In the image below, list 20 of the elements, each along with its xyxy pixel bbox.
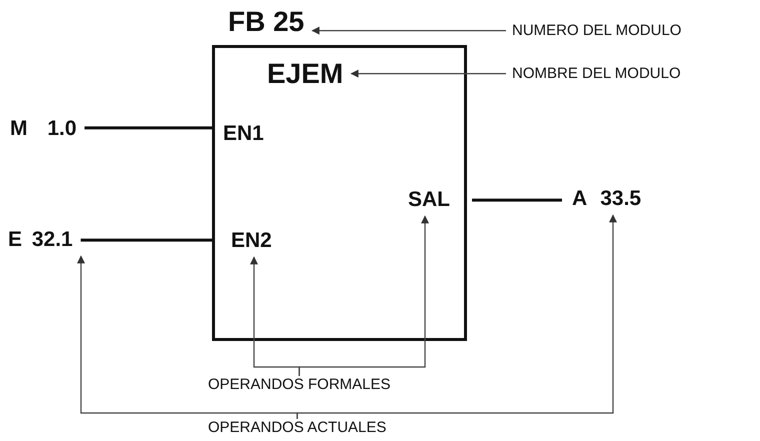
arrow: [350, 70, 506, 78]
port-label: EN2: [215, 229, 272, 254]
port-label: SAL: [408, 188, 464, 212]
arrow: [298, 215, 429, 376]
text-label: NOMBRE DEL MODULO: [512, 65, 681, 82]
text-label: OPERANDOS FORMALES: [208, 376, 391, 394]
text-label: M 1.0: [10, 117, 77, 142]
text-label: NUMERO DEL MODULO: [512, 22, 682, 40]
text-label: E 32.1: [8, 228, 73, 252]
arrow: [311, 26, 506, 35]
connection-line: [472, 198, 562, 202]
arrow: [296, 214, 617, 419]
connection-line: [84, 126, 215, 130]
function-block: [212, 45, 467, 341]
text-label: OPERANDOS ACTUALES: [208, 419, 386, 436]
connection-line: [80, 238, 215, 242]
port-label: EN1: [215, 122, 264, 146]
port-label: EJEM: [267, 58, 344, 90]
text-label: A 33.5: [572, 187, 642, 212]
text-label: FB 25: [228, 6, 304, 38]
